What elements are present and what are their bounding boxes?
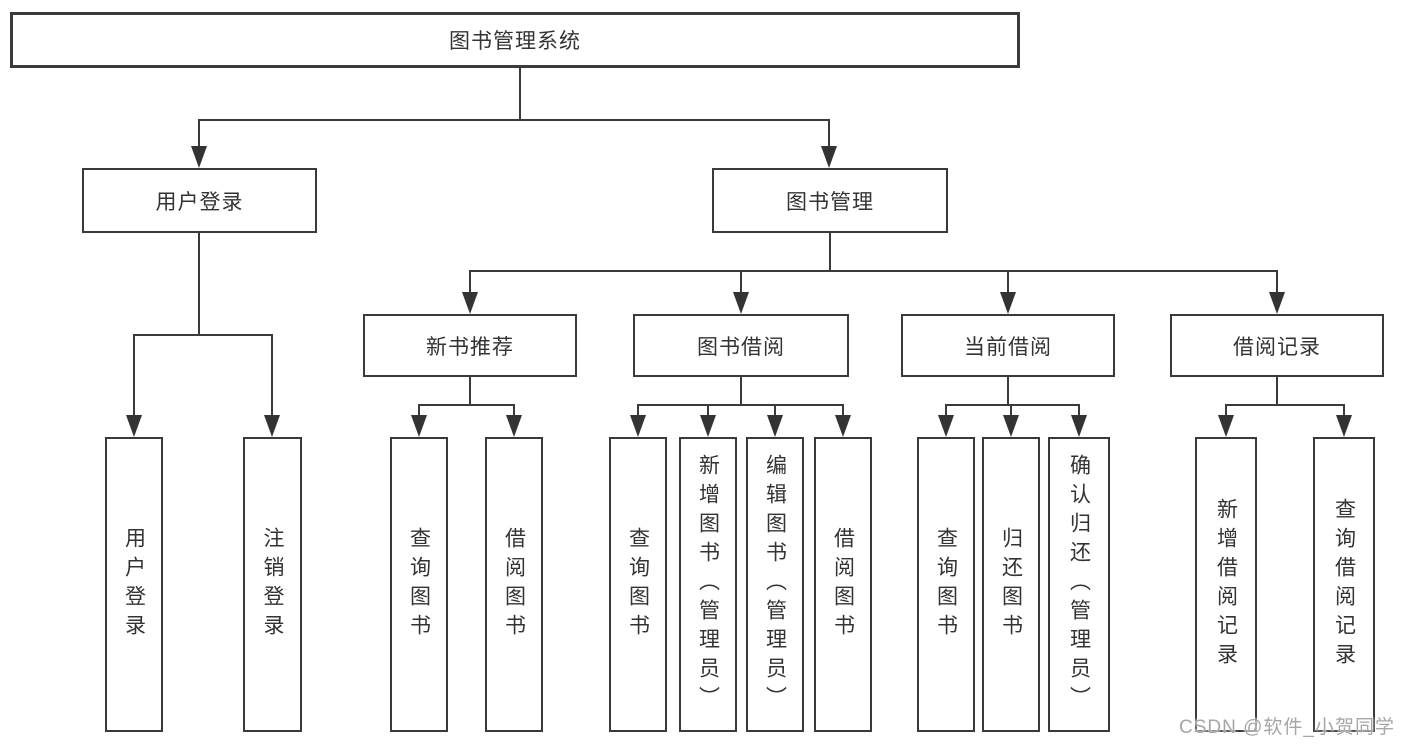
leaf-query-books-current: 查询图书 [917,437,975,732]
leaf-add-borrow-record: 新增借阅记录 [1195,437,1257,732]
node-borrowing-records: 借阅记录 [1170,314,1384,377]
connector-user-login-to-leaves [126,233,280,437]
arrowhead-icon [1000,292,1016,314]
node-book-borrowing: 图书借阅 [633,314,849,377]
leaf-add-books-admin: 新增图书（管理员） [679,437,737,732]
arrowhead-icon [733,292,749,314]
node-label: 新书推荐 [426,335,514,359]
leaf-borrow-books-recommend: 借阅图书 [485,437,543,732]
leaf-label: 借阅图书 [831,526,855,643]
arrowhead-icon [1003,415,1019,437]
node-new-book-recommendation: 新书推荐 [363,314,577,377]
node-label: 借阅记录 [1233,335,1321,359]
node-label: 当前借阅 [964,335,1052,359]
leaf-label: 借阅图书 [502,526,526,643]
connector-current-borrowing-to-leaves [938,377,1087,437]
leaf-label: 新增借阅记录 [1214,497,1238,672]
leaf-label: 归还图书 [999,526,1023,643]
leaf-confirm-return-admin: 确认归还（管理员） [1048,437,1110,732]
leaf-label: 确认归还（管理员） [1067,454,1091,715]
node-book-management: 图书管理 [712,168,948,233]
arrowhead-icon [835,415,851,437]
leaf-label: 查询图书 [407,526,431,643]
connector-borrowing-records-to-leaves [1218,377,1352,437]
node-label: 图书借阅 [697,335,785,359]
leaf-label: 新增图书（管理员） [696,454,720,715]
leaf-query-books-borrowing: 查询图书 [609,437,667,732]
arrowhead-icon [1218,415,1234,437]
arrowhead-icon [821,146,837,168]
arrowhead-icon [1071,415,1087,437]
leaf-label: 查询图书 [934,526,958,643]
arrowhead-icon [700,415,716,437]
leaf-borrow-books-borrowing: 借阅图书 [814,437,872,732]
leaf-edit-books-admin: 编辑图书（管理员） [746,437,804,732]
node-label: 用户登录 [155,190,244,214]
arrowhead-icon [264,415,280,437]
connector-root-to-level2 [191,68,837,168]
leaf-logout: 注销登录 [243,437,302,732]
node-label: 图书管理 [786,190,874,214]
arrowhead-icon [411,415,427,437]
leaf-return-books: 归还图书 [982,437,1040,732]
arrowhead-icon [938,415,954,437]
leaf-user-login: 用户登录 [105,437,163,732]
arrowhead-icon [1336,415,1352,437]
csdn-watermark: CSDN @软件_小贺同学 [1179,717,1395,738]
arrowhead-icon [767,415,783,437]
leaf-query-borrow-record: 查询借阅记录 [1313,437,1375,732]
leaf-label: 用户登录 [122,526,146,643]
node-label: 图书管理系统 [449,30,581,53]
node-user-login: 用户登录 [82,168,317,233]
arrowhead-icon [126,415,142,437]
arrowhead-icon [630,415,646,437]
node-library-management-system: 图书管理系统 [10,12,1020,68]
leaf-label: 注销登录 [261,526,284,643]
node-current-borrowing: 当前借阅 [901,314,1115,377]
leaf-query-books-recommend: 查询图书 [390,437,448,732]
connector-book-management-to-level3 [462,233,1285,314]
arrowhead-icon [191,146,207,168]
connector-new-book-recommendation-to-leaves [411,377,522,437]
arrowhead-icon [462,292,478,314]
arrowhead-icon [1269,292,1285,314]
leaf-label: 查询图书 [626,526,650,643]
leaf-label: 编辑图书（管理员） [763,454,787,715]
connector-book-borrowing-to-leaves [630,377,851,437]
leaf-label: 查询借阅记录 [1332,497,1356,672]
arrowhead-icon [506,415,522,437]
